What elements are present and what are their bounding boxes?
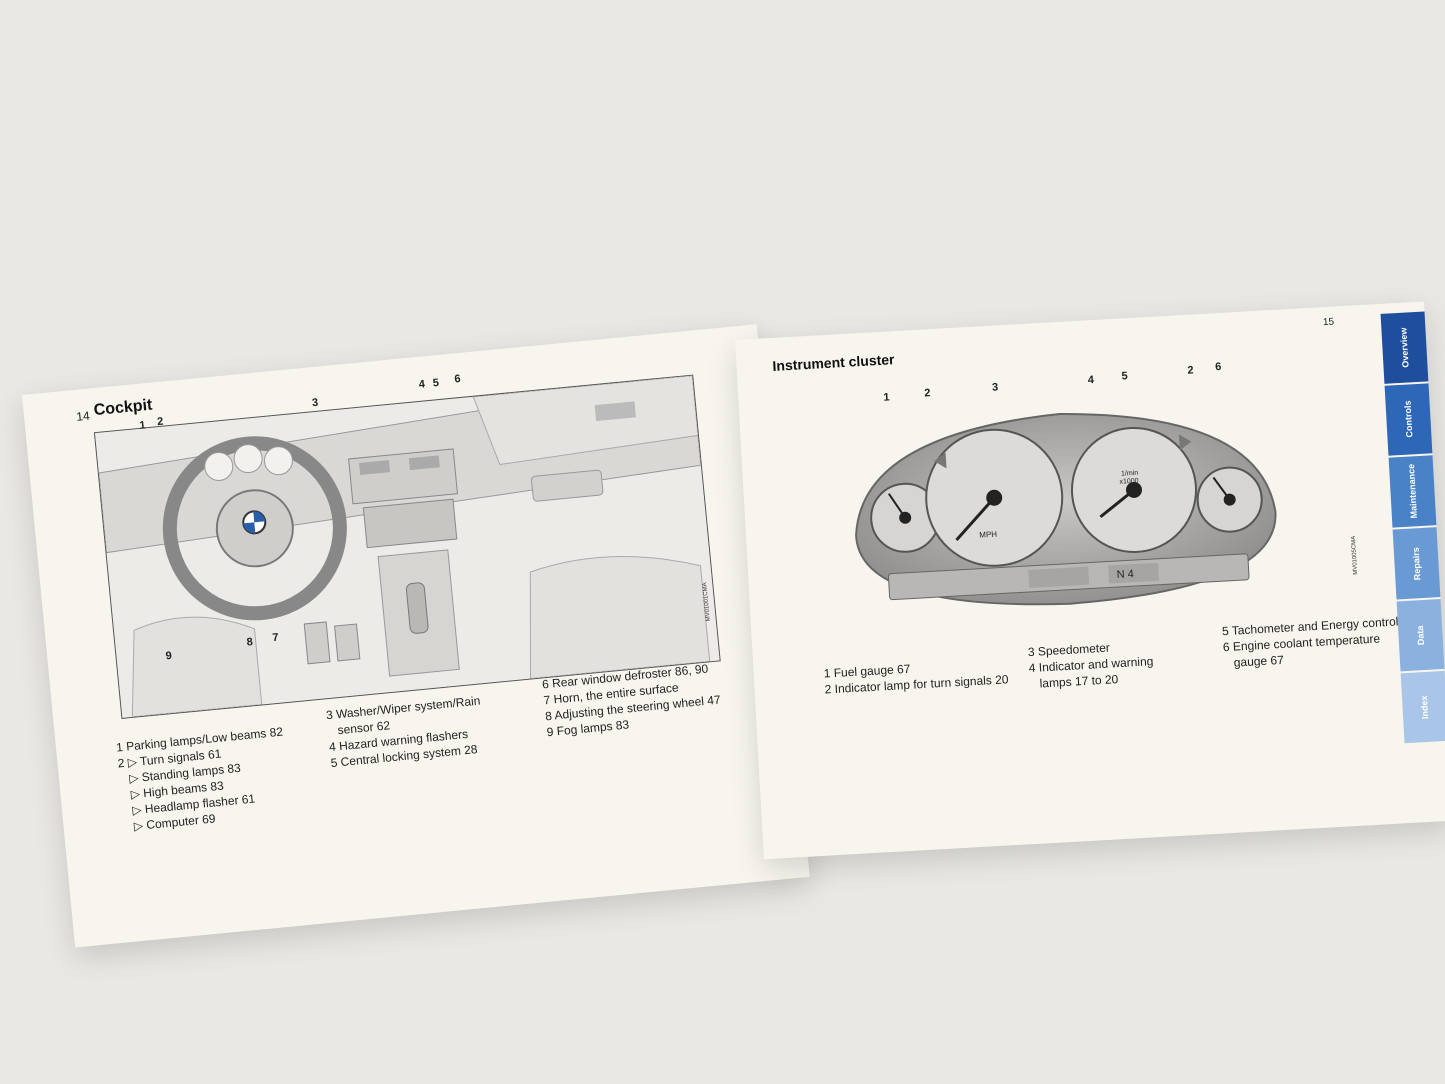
section-tabs: Overview Controls Maintenance Repairs Da… [1380,311,1445,744]
callout-9: 9 [165,649,173,663]
right-page: Instrument cluster 15 1 2 3 4 5 2 6 [735,301,1445,860]
callout-2: 2 [156,415,164,429]
cluster-caption-col2: 3 Speedometer 4 Indicator and warning la… [1027,637,1154,692]
callout-6: 6 [453,372,462,386]
gear-display: N 4 [1116,568,1135,582]
tab-maintenance[interactable]: Maintenance [1388,455,1437,528]
cluster-callout-5: 5 [1121,370,1129,383]
cluster-caption-col3: 5 Tachometer and Energy control 66 6 Eng… [1222,612,1418,671]
cockpit-drawing [94,375,720,718]
speedometer-unit: MPH [979,529,998,540]
callout-1: 1 [138,419,147,432]
tab-repairs[interactable]: Repairs [1392,527,1441,600]
tab-index[interactable]: Index [1400,670,1445,744]
callout-3: 3 [311,396,319,410]
cluster-callout-6: 6 [1214,360,1222,374]
callout-7: 7 [271,631,280,645]
cluster-caption-col1: 1 Fuel gauge 67 2 Indicator lamp for tur… [823,655,1009,697]
cockpit-caption-col2: 3 Washer/Wiper system/Rain sensor 62 4 H… [325,693,485,772]
image-code-right: MV01005CMA [1350,535,1360,575]
tab-data[interactable]: Data [1396,599,1445,672]
cluster-callout-2b: 2 [1187,364,1194,377]
cluster-callout-4: 4 [1087,374,1095,387]
instrument-cluster-title: Instrument cluster [772,351,895,374]
cockpit-title: Cockpit [93,396,154,420]
cockpit-illustration: MV01001CMA [93,374,721,719]
left-page: 14 Cockpit [22,324,810,948]
tach-unit-1: 1/min [1120,469,1139,478]
cluster-callout-3: 3 [991,381,999,394]
cluster-callout-1: 1 [883,391,890,404]
callout-4: 4 [418,378,426,391]
cockpit-caption-col1: 1 Parking lamps/Low beams 82 2 ▷ Turn si… [115,724,291,836]
page-number-left: 14 [75,408,91,424]
cluster-callout-2: 2 [923,387,931,400]
tab-controls[interactable]: Controls [1384,383,1433,456]
callout-5: 5 [432,377,440,390]
instrument-cluster-drawing [855,412,1277,606]
page-number-right: 15 [1322,316,1335,329]
tab-overview[interactable]: Overview [1380,311,1429,384]
tach-unit-2: x1000 [1119,477,1139,486]
callout-8: 8 [246,636,254,649]
